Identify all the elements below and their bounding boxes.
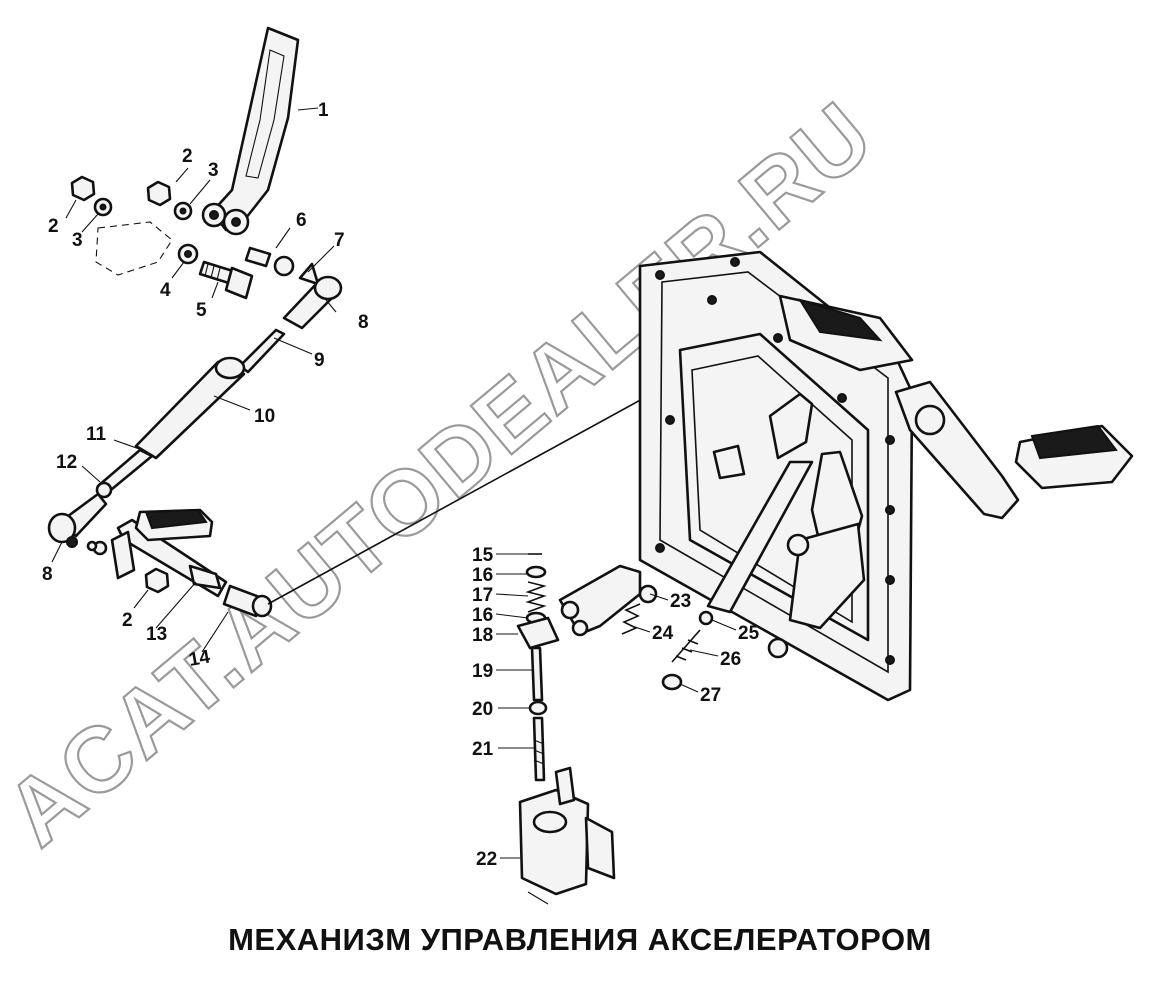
inner-lever (706, 460, 814, 614)
part-labels: 1 2 3 2 3 4 5 6 7 8 9 10 11 12 8 2 13 14… (42, 100, 760, 870)
nut-25 (698, 610, 714, 626)
label-21: 21 (472, 739, 494, 760)
screw-26 (671, 629, 701, 663)
block-18 (516, 616, 560, 650)
bolt (198, 260, 254, 300)
rod-19 (530, 646, 544, 702)
label-14: 14 (187, 646, 212, 670)
rod-21 (532, 716, 546, 782)
label-8b: 8 (42, 564, 53, 585)
left-assembly (47, 26, 343, 618)
pedal-box (638, 250, 1134, 702)
label-23: 23 (670, 591, 691, 612)
spring-24 (621, 603, 641, 635)
bracket-22 (518, 788, 590, 896)
spring-seat (525, 565, 547, 579)
label-22: 22 (476, 849, 497, 870)
label-18: 18 (472, 625, 493, 646)
label-10: 10 (254, 406, 275, 427)
label-4: 4 (160, 280, 171, 301)
nut-12 (95, 481, 113, 499)
label-13: 13 (146, 624, 167, 645)
label-26: 26 (720, 649, 741, 670)
label-2b: 2 (48, 216, 59, 237)
panel-bolts (655, 257, 895, 665)
label-3b: 3 (72, 230, 83, 251)
nut (146, 180, 172, 207)
label-2: 2 (182, 146, 193, 167)
label-8: 8 (358, 312, 369, 333)
label-17: 17 (472, 585, 493, 606)
label-12: 12 (56, 452, 77, 473)
nut (70, 175, 96, 202)
leader-lines (51, 107, 737, 859)
label-3: 3 (208, 160, 219, 181)
ball (273, 255, 295, 277)
center-linkage (516, 553, 714, 905)
cap (298, 262, 320, 286)
pin (244, 246, 272, 268)
connecting-cable (267, 391, 656, 605)
label-6: 6 (296, 210, 307, 231)
label-24: 24 (652, 623, 674, 644)
spring-17 (525, 581, 547, 613)
label-16b: 16 (472, 605, 493, 626)
stop-27 (661, 673, 683, 691)
rod-9 (238, 328, 286, 374)
brake-pedal-arm (894, 380, 1020, 520)
washer-20 (528, 700, 548, 716)
label-25: 25 (738, 623, 760, 644)
label-2c: 2 (122, 610, 133, 631)
label-19: 19 (472, 661, 493, 682)
label-9: 9 (314, 350, 325, 371)
label-11: 11 (86, 424, 107, 445)
label-14-group: 14 (187, 646, 212, 670)
label-1: 1 (318, 100, 329, 121)
lower-pedal-lever (110, 508, 228, 598)
pedal-arm (201, 26, 300, 236)
diagram-caption: МЕХАНИЗМ УПРАВЛЕНИЯ АКСЕЛЕРАТОРОМ (228, 922, 932, 957)
label-5: 5 (196, 300, 207, 321)
label-16: 16 (472, 565, 493, 586)
label-15: 15 (472, 545, 494, 566)
label-7: 7 (334, 230, 345, 251)
label-20: 20 (472, 699, 493, 720)
label-27: 27 (700, 685, 721, 706)
bracket-outline (95, 221, 173, 276)
nut (144, 567, 170, 594)
